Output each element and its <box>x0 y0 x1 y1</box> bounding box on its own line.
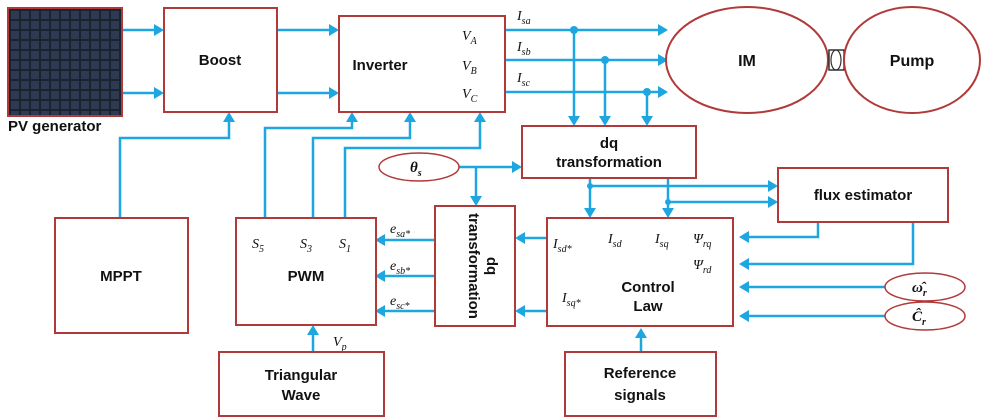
mppt-block: MPPT <box>54 217 189 334</box>
reference-signals-block: Reference signals <box>564 351 717 417</box>
signal-esc: esc* <box>390 294 410 312</box>
signal-vp: Vp <box>333 335 347 353</box>
signal-s1: S1 <box>339 237 351 255</box>
boost-block: Boost <box>163 7 278 113</box>
dq-transformation-top: dq transformation <box>521 125 697 179</box>
control-law-block: Control Law Isd* Isd Isq Ψrq Ψrd Isq* <box>546 217 734 327</box>
signal-isd-star: Isd* <box>552 237 572 255</box>
signal-isd: Isd <box>607 232 623 250</box>
pwm-block: PWM S5 S3 S1 <box>235 217 377 326</box>
dq-top-label-2: transformation <box>556 154 662 171</box>
signal-s3: S3 <box>300 237 312 255</box>
signal-vb: VB <box>462 59 477 77</box>
signal-s5: S5 <box>252 237 264 255</box>
induction-motor: IM <box>665 6 829 114</box>
signal-isb: Isb <box>516 40 531 58</box>
signal-psi-rd: Ψrd <box>693 258 712 276</box>
reference-label-2: signals <box>614 387 666 404</box>
flux-estimator-block: flux estimator <box>777 167 949 223</box>
signal-esb: esb* <box>390 259 410 277</box>
wires <box>118 28 915 352</box>
triangular-wave-block: Triangular Wave <box>218 351 385 417</box>
triangular-label-1: Triangular <box>265 367 338 384</box>
theta-input: θs <box>378 152 460 182</box>
signal-vc: VC <box>462 87 478 105</box>
flux-estimator-label: flux estimator <box>814 187 913 204</box>
cr-input: Ĉr <box>884 301 966 331</box>
inverter-block: Inverter VA VB VC <box>338 15 506 113</box>
inverter-label: Inverter <box>352 57 407 74</box>
dq-top-label-1: dq <box>600 135 618 152</box>
pv-generator-label: PV generator <box>8 118 102 135</box>
mppt-label: MPPT <box>100 268 142 285</box>
arrowheads <box>154 24 778 338</box>
pump: Pump <box>843 6 981 114</box>
signal-esa: esa* <box>390 222 410 240</box>
dq-mid-label-1: dq <box>483 257 500 275</box>
signal-isq-star: Isq* <box>561 291 581 309</box>
boost-label: Boost <box>199 52 242 69</box>
signal-va: VA <box>462 29 478 47</box>
pv-generator: PV generator <box>7 7 123 135</box>
reference-label-1: Reference <box>604 365 677 382</box>
triangular-label-2: Wave <box>282 387 321 404</box>
junctions <box>570 26 671 205</box>
control-law-label-1: Control <box>621 279 674 296</box>
signal-isc: Isc <box>516 71 531 89</box>
im-label: IM <box>738 53 756 70</box>
signal-isq: Isq <box>654 232 669 250</box>
signal-psi-rq: Ψrq <box>693 232 711 250</box>
signal-theta: θs <box>410 160 422 179</box>
pv-panel-icon <box>7 7 123 117</box>
dq-mid-label-2: transformation <box>465 213 482 319</box>
signal-isa: Isa <box>516 9 531 27</box>
control-law-label-2: Law <box>633 298 663 315</box>
dq-transformation-mid: transformation dq <box>434 205 516 327</box>
coupling <box>828 49 845 71</box>
pump-label: Pump <box>890 53 935 70</box>
signal-cr: Ĉr <box>912 308 926 328</box>
omega-input: ω̂r <box>884 272 966 302</box>
pwm-label: PWM <box>288 268 325 285</box>
